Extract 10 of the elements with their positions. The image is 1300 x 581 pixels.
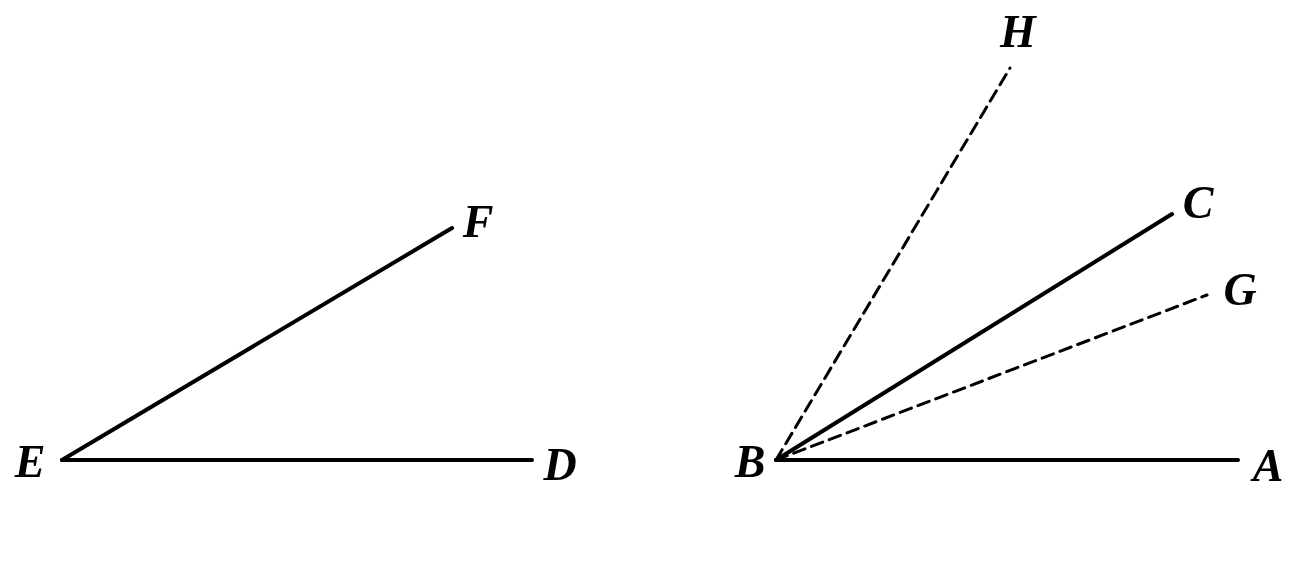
point-label: B: [730, 439, 770, 485]
point-label: D: [540, 442, 580, 488]
point-label: A: [1248, 443, 1288, 489]
point-label: E: [10, 439, 50, 485]
point-label: H: [998, 9, 1038, 55]
point-label: C: [1178, 180, 1218, 226]
point-label: F: [458, 199, 498, 245]
point-label: G: [1220, 267, 1260, 313]
line-segment: [60, 458, 534, 462]
line-segment: [774, 458, 1240, 462]
